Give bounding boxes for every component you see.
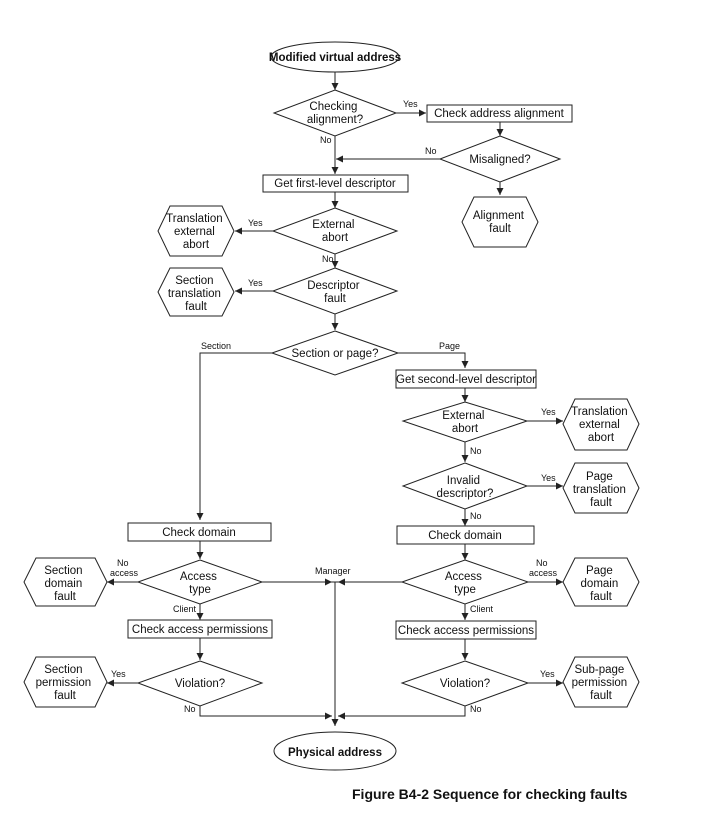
- misaligned-label: Misaligned?: [469, 154, 530, 166]
- edge-label-no-align: No: [320, 135, 332, 145]
- edge-label-no-viol-right: No: [470, 704, 482, 714]
- get-first-label: Get first-level descriptor: [274, 178, 396, 190]
- edge-label-client-right: Client: [470, 604, 494, 614]
- edge-page: [398, 352, 469, 368]
- box-check-perm-right-shape: [395, 620, 537, 640]
- section-trans-fault-shape: [157, 267, 235, 317]
- section-domain-fault-shape: [23, 557, 108, 607]
- box-check-alignment-shape: [426, 104, 573, 123]
- trans-ext-abort-1-label: Translation external abort: [166, 213, 226, 251]
- decision-violation-left-shape: [136, 660, 264, 707]
- edge-label-yes-ext1: Yes: [248, 218, 263, 228]
- decision-ext-abort-2-shape: [401, 401, 529, 443]
- edge-label-no-access-left: No access: [110, 558, 139, 578]
- trans-ext-abort-1-shape: [157, 205, 235, 257]
- edge-label-yes-desc: Yes: [248, 278, 263, 288]
- subpage-perm-fault-shape: [562, 656, 640, 708]
- decision-access-left-shape: [136, 559, 264, 605]
- check-perm-left-label: Check access permissions: [132, 624, 268, 636]
- decision-violation-right-shape: [400, 660, 530, 707]
- ext-abort-1-label: External abort: [312, 219, 357, 244]
- violation-left-label: Violation?: [175, 678, 225, 690]
- edge-label-yes-invalid: Yes: [541, 473, 556, 483]
- edge-label-no-invalid: No: [470, 511, 482, 521]
- trans-ext-abort-2-shape: [562, 398, 640, 451]
- access-type-left-label: Access type: [180, 571, 220, 596]
- box-check-domain-right-shape: [396, 525, 535, 545]
- edge-label-page: Page: [439, 341, 460, 351]
- end-node-label: Physical address: [288, 747, 382, 759]
- edge-label-yes-viol-left: Yes: [111, 669, 126, 679]
- edge-section: [196, 352, 272, 520]
- start-node-label: Modified virtual address: [269, 52, 401, 64]
- edge-label-no-viol-left: No: [184, 704, 196, 714]
- section-perm-fault-label: Section permission fault: [36, 664, 95, 702]
- checking-alignment-label: Checking alignment?: [307, 101, 363, 126]
- decision-invalid-shape: [401, 462, 529, 510]
- edge-label-no-misaligned: No: [425, 146, 437, 156]
- check-alignment-label: Check address alignment: [434, 108, 565, 120]
- end-node-shape: [273, 731, 397, 771]
- alignment-fault-shape: [461, 196, 539, 248]
- edge-label-no-access-right: No access: [529, 558, 558, 578]
- edge-violR-no: [338, 706, 466, 720]
- edge-label-no-ext1: No: [322, 254, 334, 264]
- page-domain-fault-label: Page domain fault: [581, 565, 622, 603]
- box-check-domain-left-shape: [127, 522, 272, 542]
- ext-abort-2-label: External abort: [442, 410, 487, 435]
- decision-section-or-page-shape: [270, 330, 400, 376]
- edge-label-no-ext2: No: [470, 446, 482, 456]
- box-get-second-shape: [395, 369, 537, 389]
- decision-misaligned-shape: [438, 135, 562, 183]
- check-domain-left-label: Check domain: [162, 527, 236, 539]
- check-domain-right-label: Check domain: [428, 530, 502, 542]
- access-type-right-label: Access type: [445, 571, 485, 596]
- decision-ext-abort-1-shape: [271, 207, 399, 255]
- edge-violL-no: [199, 706, 332, 720]
- subpage-perm-fault-label: Sub-page permission fault: [572, 664, 631, 702]
- check-perm-right-label: Check access permissions: [398, 625, 534, 637]
- figure-caption: Figure B4-2 Sequence for checking faults: [352, 786, 628, 802]
- alignment-fault-label: Alignment fault: [473, 210, 527, 235]
- box-check-perm-left-shape: [127, 619, 273, 639]
- edge-label-manager: Manager: [315, 566, 351, 576]
- edge-label-yes-ext2: Yes: [541, 407, 556, 417]
- section-or-page-label: Section or page?: [292, 348, 379, 360]
- violation-right-label: Violation?: [440, 678, 490, 690]
- section-trans-fault-label: Section translation fault: [168, 275, 224, 313]
- edge-label-yes-align: Yes: [403, 99, 418, 109]
- edge-label-yes-viol-right: Yes: [540, 669, 555, 679]
- section-domain-fault-label: Section domain fault: [44, 565, 86, 603]
- page-domain-fault-shape: [562, 557, 640, 607]
- decision-access-right-shape: [400, 559, 530, 605]
- box-get-first-shape: [262, 174, 409, 193]
- decision-checking-alignment-shape: [272, 89, 398, 137]
- get-second-label: Get second-level descriptor: [396, 374, 536, 386]
- decision-descriptor-fault-shape: [271, 267, 399, 315]
- start-node-shape: [270, 41, 400, 73]
- invalid-descriptor-label: Invalid descriptor?: [437, 475, 494, 500]
- section-perm-fault-shape: [23, 656, 108, 708]
- edge-label-section: Section: [201, 341, 231, 351]
- edge-label-client-left: Client: [173, 604, 197, 614]
- trans-ext-abort-2-label: Translation external abort: [571, 406, 631, 444]
- page-trans-fault-shape: [562, 462, 640, 514]
- descriptor-fault-label: Descriptor fault: [307, 280, 363, 305]
- page-trans-fault-label: Page translation fault: [573, 471, 629, 509]
